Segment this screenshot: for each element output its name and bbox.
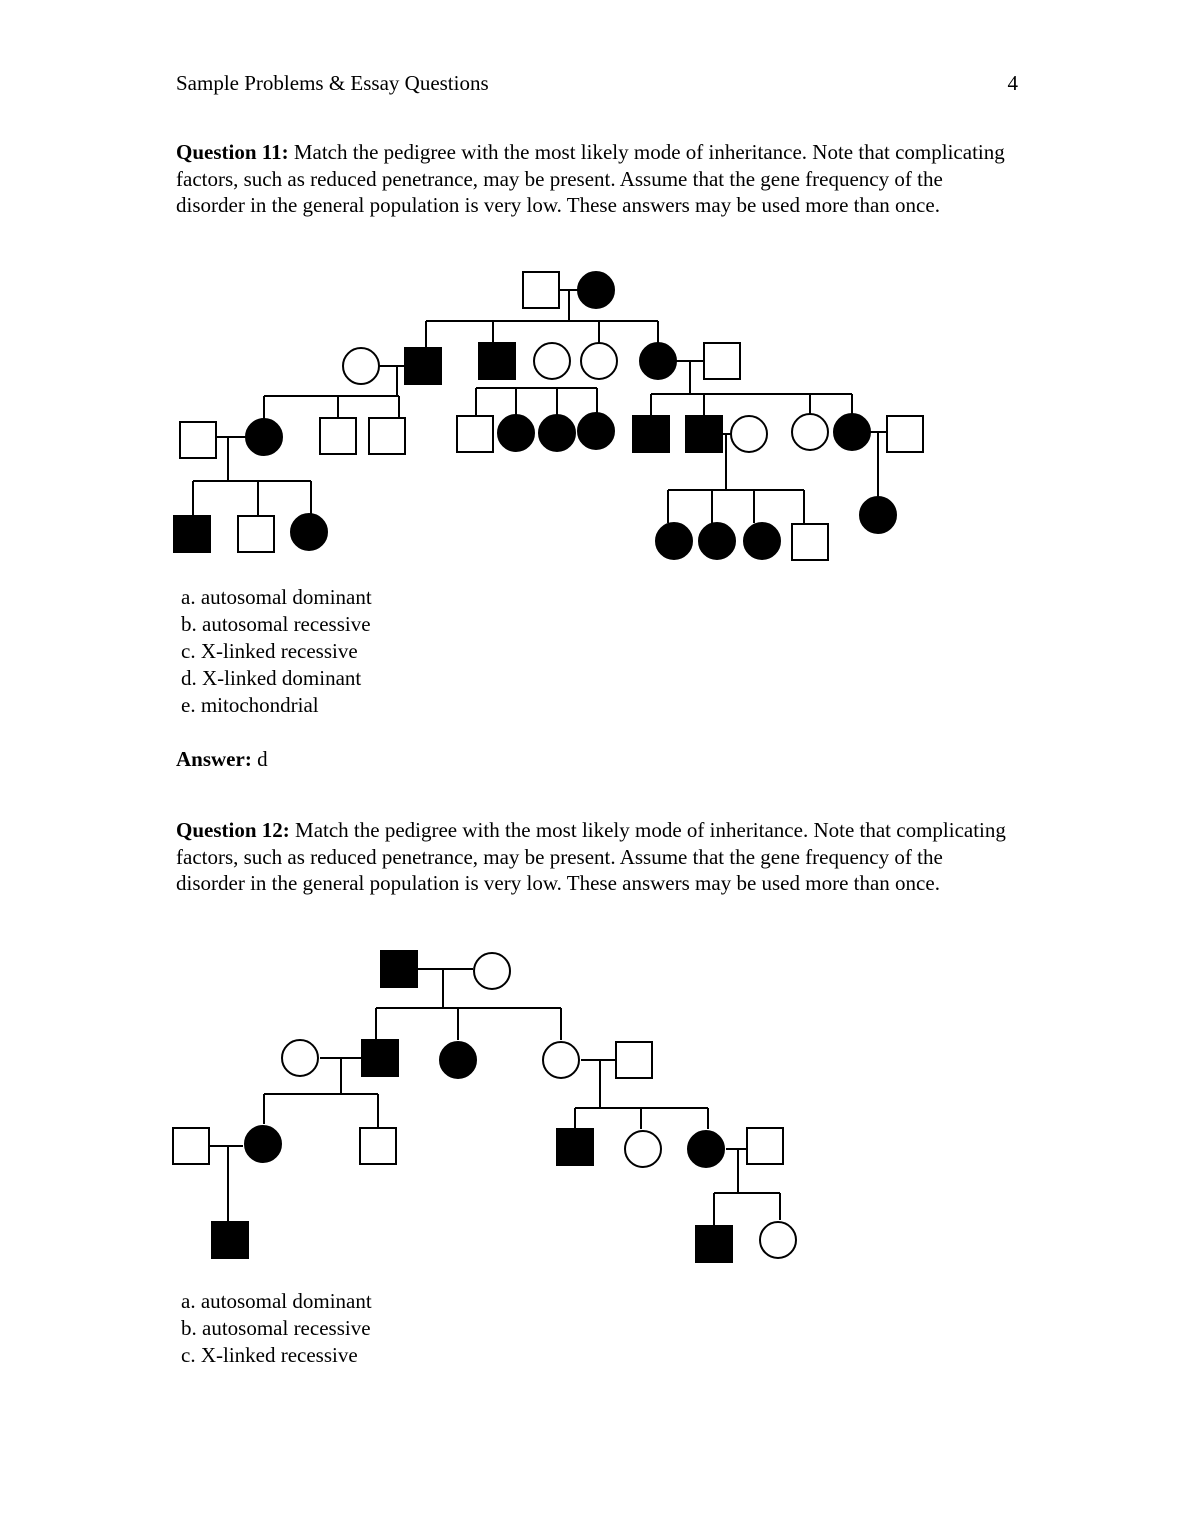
affected-male-ii-2 (404, 347, 442, 385)
question-11-option-b: b. autosomal recessive (181, 612, 371, 636)
unaffected-female-iii-5 (624, 1130, 662, 1168)
affected-female-iv-4 (655, 522, 693, 560)
unaffected-female-ii-4 (533, 342, 571, 380)
affected-male-iii-4 (556, 1128, 594, 1166)
affected-female-iv-3 (290, 513, 328, 551)
question-11-option-c: c. X-linked recessive (181, 639, 358, 663)
affected-female-iv-6 (743, 522, 781, 560)
affected-male-iv-1 (211, 1221, 249, 1259)
pedigree-q11-symbols (173, 271, 924, 561)
affected-female-iii-7 (538, 414, 576, 452)
affected-male-iii-9 (632, 415, 670, 453)
affected-male-iii-10 (685, 415, 723, 453)
affected-female-iv-5 (698, 522, 736, 560)
question-12-label: Question 12: (176, 818, 290, 842)
unaffected-male-ii-7 (703, 342, 741, 380)
answer-label: Answer: (176, 747, 252, 771)
affected-female-ii-6 (639, 342, 677, 380)
question-12-option-c: c. X-linked recessive (181, 1343, 358, 1367)
affected-female-i-2 (577, 271, 615, 309)
affected-male-ii-3 (478, 342, 516, 380)
running-header-title: Sample Problems & Essay Questions (176, 71, 489, 95)
unaffected-female-iv-3 (759, 1221, 797, 1259)
answer-value: d (257, 747, 268, 771)
unaffected-female-iii-12 (791, 413, 829, 451)
unaffected-female-iii-11 (730, 415, 768, 453)
unaffected-female-ii-1 (281, 1039, 319, 1077)
question-11-answer: Answer: d (176, 746, 268, 772)
question-11-option-d: d. X-linked dominant (181, 666, 362, 690)
question-11-option-a: a. autosomal dominant (181, 585, 372, 609)
question-12-prompt: Question 12: Match the pedigree with the… (176, 817, 1016, 897)
affected-male-i-1 (380, 950, 418, 988)
unaffected-male-iii-5 (456, 415, 494, 453)
unaffected-male-iii-4 (368, 417, 406, 455)
affected-female-iii-6 (497, 414, 535, 452)
question-11-label: Question 11: (176, 140, 289, 164)
question-11-text: Match the pedigree with the most likely … (176, 140, 1005, 217)
unaffected-male-iv-2 (237, 515, 275, 553)
question-12-options: a. autosomal dominant b. autosomal reces… (181, 1288, 372, 1369)
unaffected-female-ii-4 (542, 1041, 580, 1079)
affected-female-iii-8 (577, 412, 615, 450)
unaffected-male-i-1 (522, 271, 560, 309)
page-number: 4 (1007, 71, 1019, 95)
affected-female-iv-8 (859, 496, 897, 534)
affected-female-iii-6 (687, 1130, 725, 1168)
affected-female-iii-2 (244, 1125, 282, 1163)
unaffected-male-iii-1 (172, 1127, 210, 1165)
question-12-option-a: a. autosomal dominant (181, 1289, 372, 1313)
unaffected-male-iii-3 (319, 417, 357, 455)
unaffected-female-i-2 (473, 952, 511, 990)
question-12-option-b: b. autosomal recessive (181, 1316, 371, 1340)
unaffected-male-iii-3 (359, 1127, 397, 1165)
pedigree-q11-lines (192, 289, 887, 524)
question-11-option-e: e. mitochondrial (181, 693, 319, 717)
pedigree-q12-symbols (172, 950, 797, 1263)
affected-male-iv-2 (695, 1225, 733, 1263)
unaffected-female-ii-1 (342, 347, 380, 385)
affected-female-iii-2 (245, 418, 283, 456)
affected-male-ii-2 (361, 1039, 399, 1077)
question-12-text: Match the pedigree with the most likely … (176, 818, 1006, 895)
unaffected-male-iii-1 (179, 421, 217, 459)
unaffected-male-iii-14 (886, 415, 924, 453)
unaffected-male-iii-7 (746, 1127, 784, 1165)
affected-female-iii-13 (833, 413, 871, 451)
unaffected-male-iv-7 (791, 523, 829, 561)
pedigree-q12-lines (209, 968, 781, 1226)
affected-male-iv-1 (173, 515, 211, 553)
unaffected-female-ii-5 (580, 342, 618, 380)
question-11-prompt: Question 11: Match the pedigree with the… (176, 139, 1016, 219)
unaffected-male-ii-5 (615, 1041, 653, 1079)
affected-female-ii-3 (439, 1041, 477, 1079)
question-11-options: a. autosomal dominant b. autosomal reces… (181, 584, 372, 719)
